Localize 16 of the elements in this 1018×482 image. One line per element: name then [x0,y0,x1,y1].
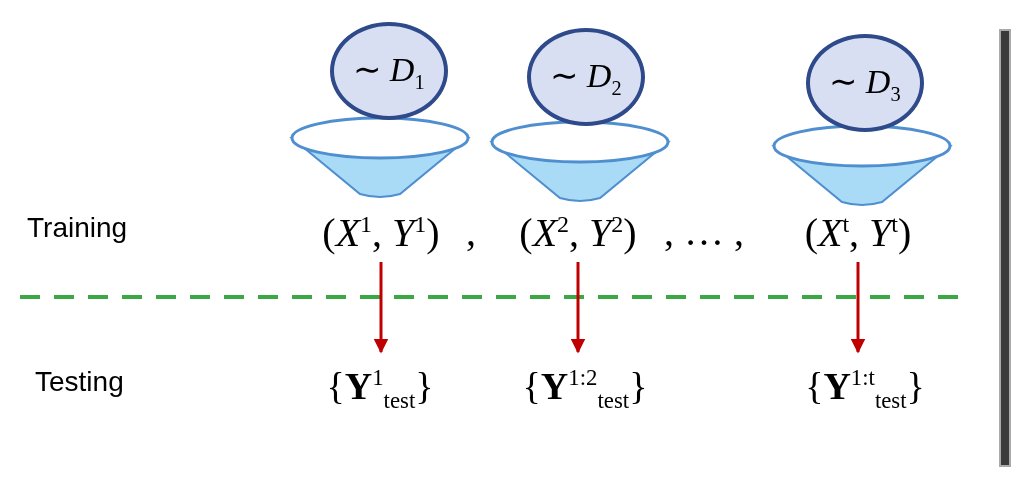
test-set: {Y$^{1}$$_{test}$} [300,352,460,426]
distribution-ellipse: ∼ D$_{3}$ [806,34,924,132]
row-label: Testing [35,366,124,398]
data-pair: (X$^{2}$, Y$^{2}$) [492,202,664,262]
row-label: Training [27,212,128,244]
arrow [570,262,586,354]
arrow [850,262,866,354]
distribution-ellipse: ∼ D$_{1}$ [330,22,448,120]
test-set: {Y$^{1:2}$$_{test}$} [500,352,670,426]
data-pair: (X$^{t}$, Y$^{t}$) [768,202,948,262]
arrow [373,262,389,354]
separator: , … , [664,208,744,255]
test-set: {Y$^{1:t}$$_{test}$} [780,352,950,426]
data-pair: (X$^{1}$, Y$^{1}$) [295,202,467,262]
separator: , [466,208,476,255]
distribution-ellipse: ∼ D$_{2}$ [527,28,645,126]
